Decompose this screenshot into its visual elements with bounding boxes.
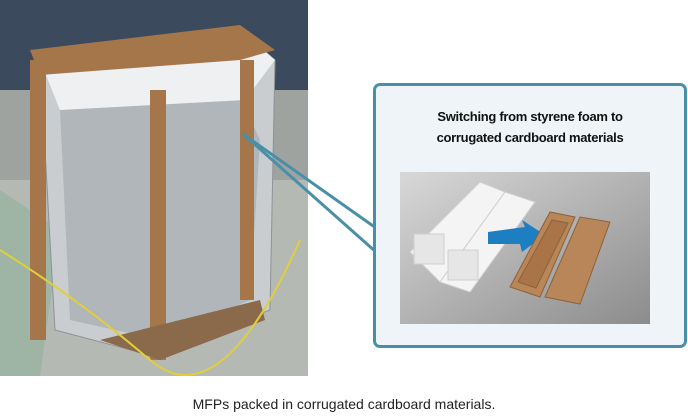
callout-title: Switching from styrene foam to corrugate… xyxy=(376,106,684,148)
cardboard-pieces xyxy=(509,211,611,305)
callout-title-line2: corrugated cardboard materials xyxy=(436,130,624,145)
arrow-icon xyxy=(488,220,545,252)
callout-title-line1: Switching from styrene foam to xyxy=(437,109,623,124)
foam-to-cardboard-photo xyxy=(400,172,650,324)
figure-caption: MFPs packed in corrugated cardboard mate… xyxy=(192,396,496,412)
styrene-foam xyxy=(409,181,536,293)
callout-box: Switching from styrene foam to corrugate… xyxy=(373,83,687,348)
packed-mfp-photo xyxy=(0,0,308,376)
